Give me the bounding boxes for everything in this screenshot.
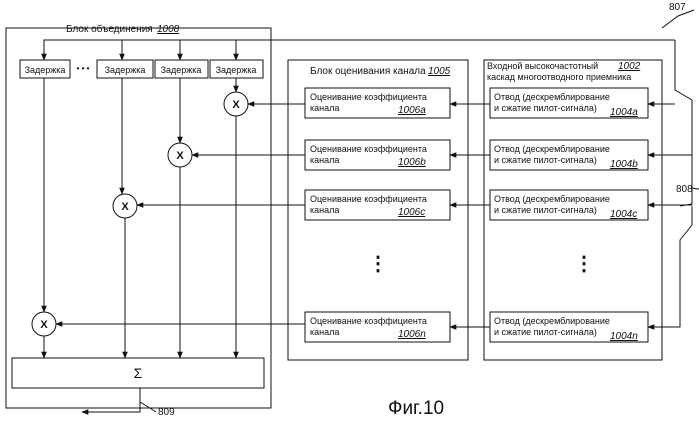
estimator-a-ref: 1006a — [398, 105, 426, 116]
delay-label-2: Задержка — [105, 65, 146, 75]
estimator-ellipsis: ⋮ — [368, 253, 388, 275]
estimator-b-line2: канала — [310, 155, 339, 165]
tap-a-line1: Отвод (дескремблирование — [494, 92, 610, 102]
ref-808: 808 — [676, 184, 693, 195]
input-bus-line — [44, 40, 675, 60]
estimator-b-line1: Оценивание коэффициента — [310, 144, 427, 154]
delay-ellipsis: • • • — [77, 64, 90, 73]
estimator-n-line2: канала — [310, 327, 339, 337]
combiner-block — [6, 28, 271, 408]
tap-ellipsis: ⋮ — [574, 253, 594, 275]
tap-a-line2: и сжатие пилот-сигнала) — [494, 103, 597, 113]
multiplier-b-symbol: X — [176, 150, 184, 162]
tap-a-ref: 1004a — [610, 107, 638, 118]
tap-n-line2: и сжатие пилот-сигнала) — [494, 327, 597, 337]
estimator-c-line1: Оценивание коэффициента — [310, 194, 427, 204]
frontend-title-2: каскад многоотводного приемника — [487, 72, 631, 82]
ref-809: 809 — [158, 407, 175, 418]
delay-label-3: Задержка — [161, 65, 202, 75]
estimator-a-line2: канала — [310, 103, 339, 113]
estimator-c-line2: канала — [310, 205, 339, 215]
frontend-ref: 1002 — [618, 61, 641, 72]
tap-c-line1: Отвод (дескремблирование — [494, 194, 610, 204]
estimator-ref: 1005 — [428, 66, 451, 77]
tap-n-line1: Отвод (дескремблирование — [494, 316, 610, 326]
estimator-n-line1: Оценивание коэффициента — [310, 316, 427, 326]
combiner-ref: 1008 — [157, 24, 180, 35]
tap-b-line2: и сжатие пилот-сигнала) — [494, 155, 597, 165]
delay-label-1: Задержка — [25, 65, 66, 75]
combiner-title: Блок объединения — [66, 23, 153, 35]
estimator-n-ref: 1006n — [398, 329, 426, 340]
bus-808 — [675, 40, 692, 206]
sum-symbol: Σ — [134, 365, 143, 381]
estimator-a-line1: Оценивание коэффициента — [310, 92, 427, 102]
tap-c-line2: и сжатие пилот-сигнала) — [494, 205, 597, 215]
tap-n-ref: 1004n — [610, 331, 638, 342]
frontend-title-1: Входной высокочастотный — [487, 61, 598, 71]
ref-807: 807 — [669, 2, 686, 13]
figure-caption: Фиг.10 — [388, 398, 444, 419]
ref-809-leader — [140, 402, 156, 412]
multiplier-a-symbol: X — [232, 99, 240, 111]
tap-c-ref: 1004c — [610, 209, 637, 220]
bus-to-tap-n — [648, 206, 692, 327]
multiplier-n-symbol: X — [40, 319, 48, 331]
ref-808-leader — [692, 188, 699, 189]
tap-b-ref: 1004b — [610, 159, 638, 170]
multiplier-c-symbol: X — [121, 201, 129, 213]
estimator-title: Блок оценивания канала — [310, 66, 426, 77]
estimator-c-ref: 1006c — [398, 207, 425, 218]
estimator-b-ref: 1006b — [398, 157, 426, 168]
tap-b-line1: Отвод (дескремблирование — [494, 144, 610, 154]
delay-label-4: Задержка — [216, 65, 257, 75]
